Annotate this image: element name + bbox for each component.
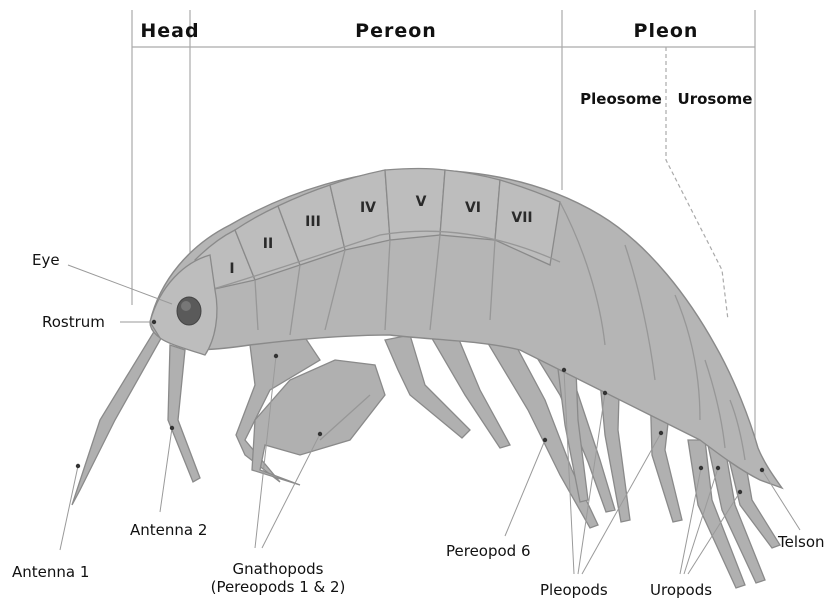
pereopod-6-label: Pereopod 6 — [446, 542, 531, 560]
segment-label-3: III — [305, 214, 321, 230]
telson-label: Telson — [777, 533, 825, 551]
segment-label-2: II — [263, 236, 273, 252]
pleosome-header: Pleosome — [580, 90, 662, 108]
antenna-2-label: Antenna 2 — [130, 521, 207, 539]
urosome-header: Urosome — [678, 90, 753, 108]
segment-label-1: I — [229, 261, 234, 277]
pleon-header: Pleon — [634, 20, 699, 42]
segment-label-7: VII — [511, 210, 532, 226]
head-header: Head — [140, 20, 199, 42]
gnathopods-label: Gnathopods — [233, 560, 324, 578]
segment-label-4: IV — [360, 200, 376, 216]
segment-label-5: V — [416, 194, 427, 210]
pereon-header: Pereon — [355, 20, 437, 42]
antenna-1-label: Antenna 1 — [12, 563, 89, 581]
segment-label-6: VI — [465, 200, 481, 216]
gnathopods-sublabel: (Pereopods 1 & 2) — [211, 578, 346, 596]
pleopods-label: Pleopods — [540, 581, 608, 599]
uropods-label: Uropods — [650, 581, 712, 599]
rostrum-label: Rostrum — [42, 313, 105, 331]
eye-label: Eye — [32, 251, 60, 269]
